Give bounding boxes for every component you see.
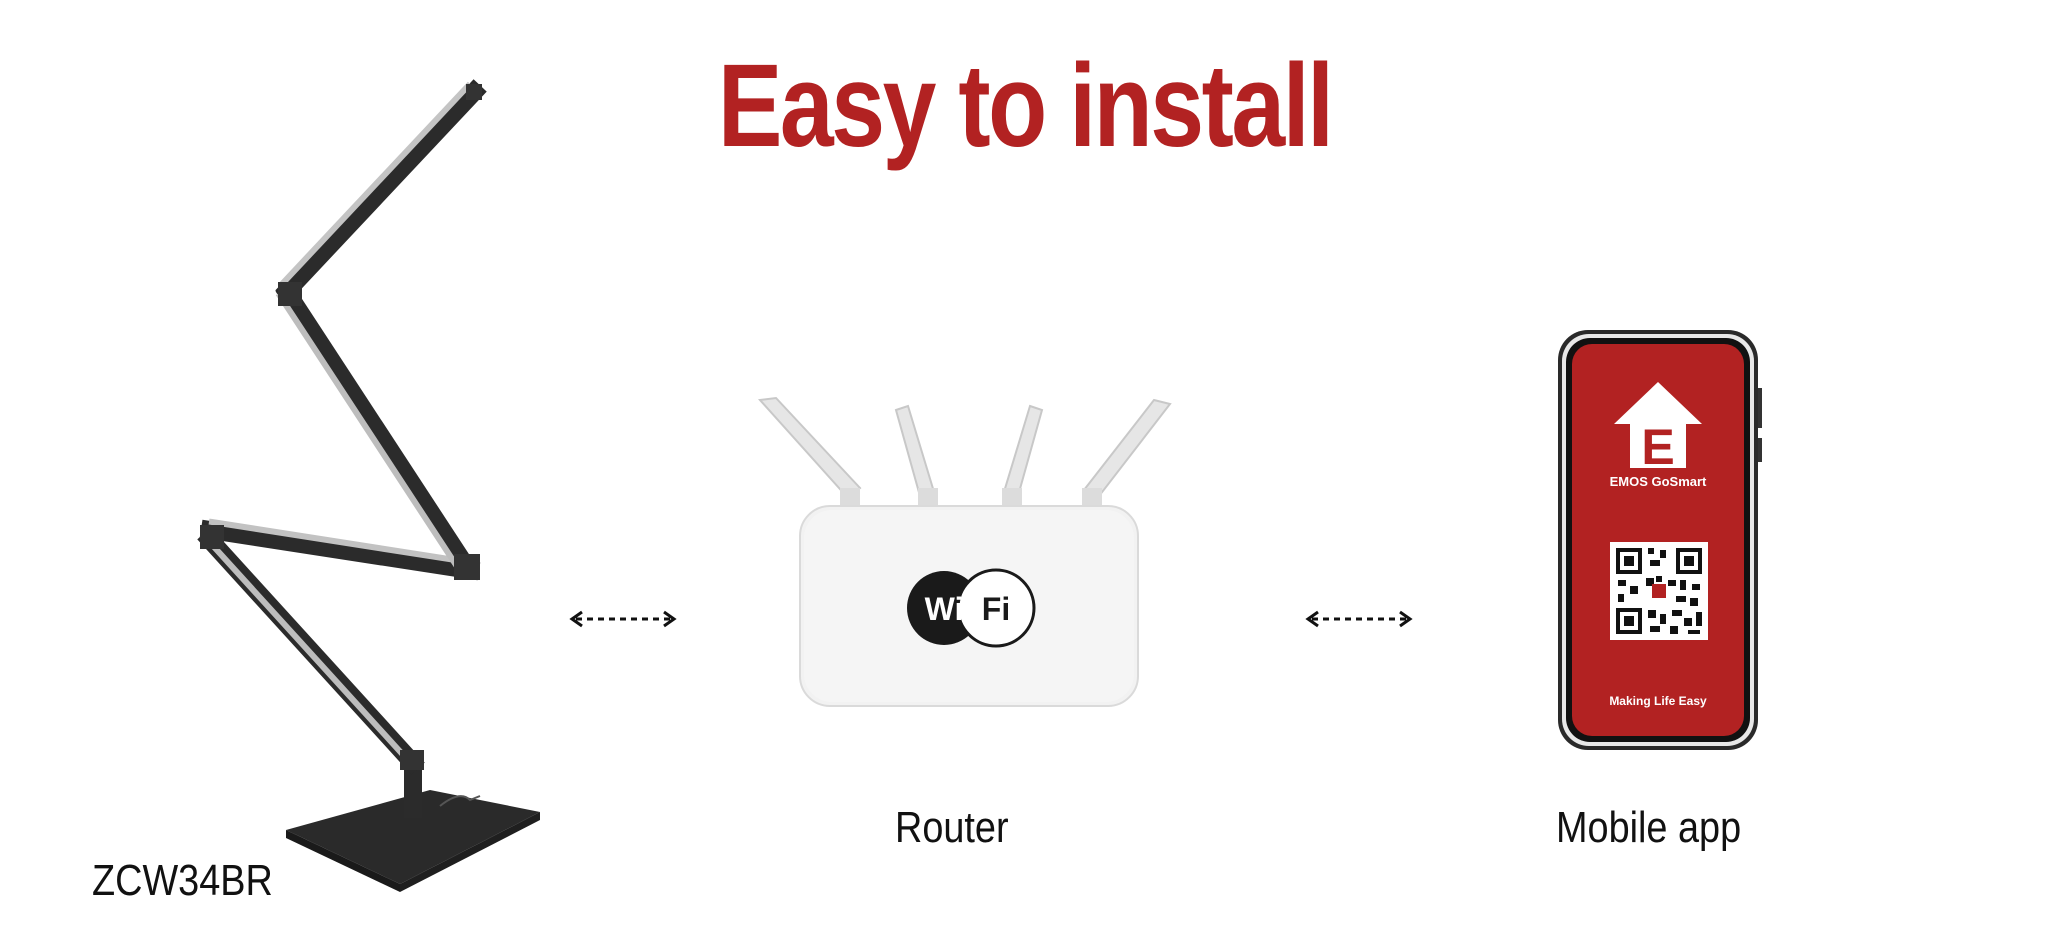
house-logo-icon: E: [1614, 382, 1702, 475]
app-name: EMOS GoSmart: [1610, 474, 1707, 489]
wifi-right-text: Fi: [982, 591, 1010, 627]
mobile-app-label: Mobile app: [1556, 803, 1742, 852]
wifi-logo-icon: Wi Fi: [907, 568, 1036, 648]
smartphone-image: E EMOS GoSmart Making Life Easy: [1558, 330, 1762, 750]
brand-letter: E: [1641, 419, 1674, 475]
lamp-model-label: ZCW34BR: [92, 856, 273, 905]
router-label: Router: [895, 803, 1009, 852]
page-title: Easy to install: [717, 40, 1334, 172]
wifi-left-text: Wi: [925, 591, 964, 627]
app-slogan: Making Life Easy: [1609, 694, 1707, 708]
qr-code-icon: [1610, 542, 1708, 640]
